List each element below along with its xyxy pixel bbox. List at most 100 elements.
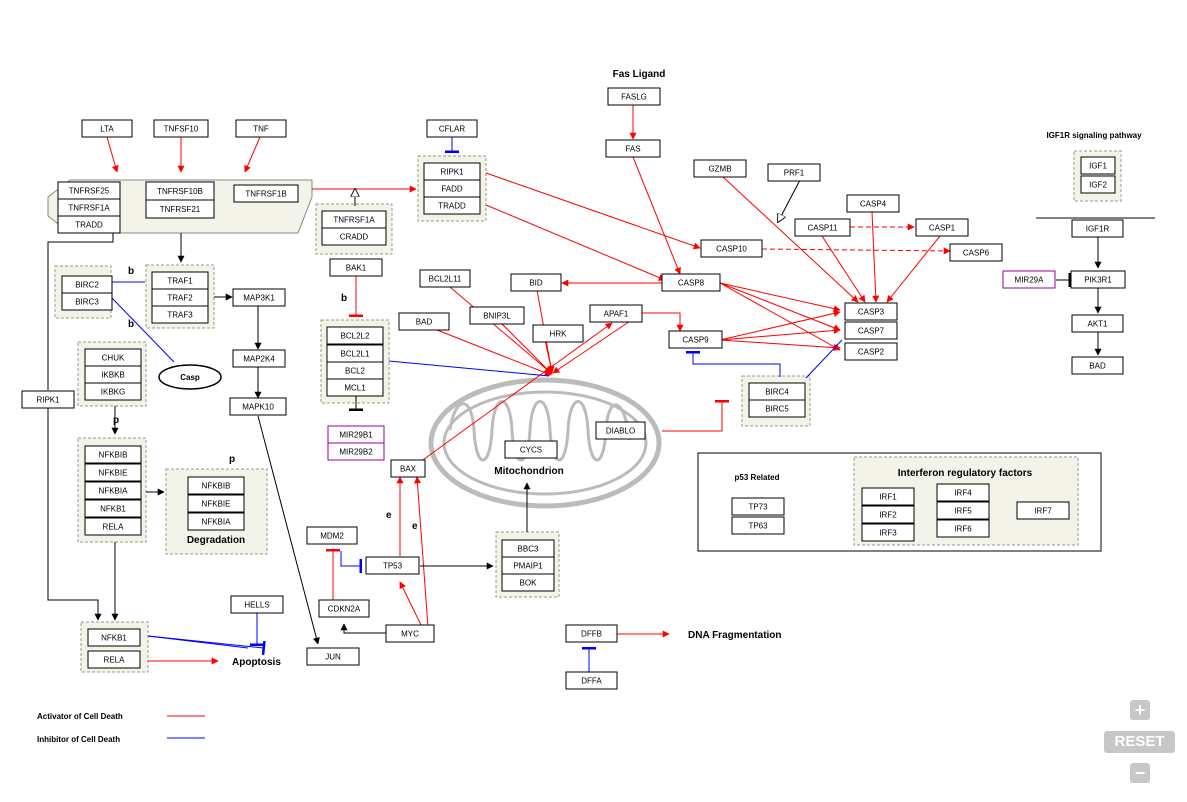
- zoom-in-button[interactable]: +: [1130, 700, 1150, 720]
- node-hells[interactable]: HELLS: [231, 596, 283, 613]
- node-tp53[interactable]: TP53: [366, 557, 419, 574]
- node-casp4[interactable]: CASP4: [847, 195, 899, 212]
- node-nfkb1-b[interactable]: NFKB1: [88, 629, 140, 646]
- node-igf1r[interactable]: IGF1R: [1072, 220, 1123, 237]
- node-birc5[interactable]: BIRC5: [749, 400, 805, 417]
- node-casp6[interactable]: CASP6: [950, 244, 1002, 261]
- node-fas[interactable]: FAS: [606, 140, 660, 157]
- node-gzmb[interactable]: GZMB: [694, 160, 746, 177]
- node-chuk[interactable]: CHUK: [85, 349, 141, 366]
- node-irf3[interactable]: IRF3: [862, 524, 914, 541]
- node-irf7[interactable]: IRF7: [1017, 502, 1069, 519]
- node-nfkbib-a[interactable]: NFKBIB: [85, 446, 141, 463]
- node-mdm2[interactable]: MDM2: [307, 527, 357, 544]
- node-pik3r1[interactable]: PIK3R1: [1071, 271, 1125, 288]
- node-ikbkb[interactable]: IKBKB: [85, 366, 141, 383]
- node-casp1[interactable]: CASP1: [916, 219, 968, 236]
- node-diablo[interactable]: DIABLO: [596, 422, 645, 439]
- node-tp63[interactable]: TP63: [732, 517, 784, 534]
- node-irf1[interactable]: IRF1: [862, 488, 914, 505]
- node-nfkbia-b[interactable]: NFKBIA: [188, 513, 244, 530]
- node-mir29a[interactable]: MIR29A: [1003, 271, 1055, 288]
- node-traf3[interactable]: TRAF3: [152, 306, 208, 323]
- node-mir29b1[interactable]: MIR29B1: [328, 426, 384, 443]
- node-cflar[interactable]: CFLAR: [427, 120, 477, 137]
- node-casp9[interactable]: CASP9: [669, 331, 722, 348]
- node-ripk1-a[interactable]: RIPK1: [424, 163, 480, 180]
- node-tnfrsf1a-a[interactable]: TNFRSF1A: [58, 199, 120, 216]
- node-bcl2l2[interactable]: BCL2L2: [327, 327, 383, 344]
- node-tnfrsf25[interactable]: TNFRSF25: [58, 182, 120, 199]
- node-tp73[interactable]: TP73: [732, 498, 784, 515]
- node-bid[interactable]: BID: [511, 274, 561, 291]
- node-irf6[interactable]: IRF6: [937, 520, 989, 537]
- node-nfkbie-b[interactable]: NFKBIE: [188, 495, 244, 512]
- node-traf1[interactable]: TRAF1: [152, 272, 208, 289]
- node-casp7[interactable]: CASP7: [845, 322, 897, 339]
- node-rela-a[interactable]: RELA: [85, 518, 141, 535]
- node-irf4[interactable]: IRF4: [937, 484, 989, 501]
- node-bok[interactable]: BOK: [502, 574, 554, 591]
- node-bad-b[interactable]: BAD: [1072, 357, 1123, 374]
- node-casp10[interactable]: CASP10: [701, 240, 762, 257]
- node-irf2[interactable]: IRF2: [862, 506, 914, 523]
- node-birc2[interactable]: BIRC2: [62, 276, 112, 293]
- node-birc3[interactable]: BIRC3: [62, 293, 112, 310]
- node-tnfrsf10b[interactable]: TNFRSF10B: [146, 182, 214, 200]
- node-cradd[interactable]: CRADD: [322, 228, 386, 245]
- node-mir29b2[interactable]: MIR29B2: [328, 443, 384, 460]
- node-tnfrsf1b[interactable]: TNFRSF1B: [234, 185, 298, 202]
- node-pmaip1[interactable]: PMAIP1: [502, 557, 554, 574]
- node-tnf[interactable]: TNF: [236, 120, 286, 137]
- node-jun[interactable]: JUN: [307, 648, 359, 665]
- node-lta[interactable]: LTA: [82, 120, 132, 137]
- node-igf2[interactable]: IGF2: [1081, 176, 1115, 193]
- node-nfkbib-b[interactable]: NFKBIB: [188, 477, 244, 494]
- node-akt1[interactable]: AKT1: [1072, 315, 1123, 332]
- node-rela-b[interactable]: RELA: [88, 651, 140, 668]
- node-prf1[interactable]: PRF1: [768, 164, 820, 181]
- node-tnfrsf1a-b[interactable]: TNFRSF1A: [322, 211, 386, 228]
- node-dffa[interactable]: DFFA: [566, 672, 617, 689]
- node-casp2[interactable]: CASP2: [845, 343, 897, 360]
- node-igf1[interactable]: IGF1: [1081, 157, 1115, 174]
- node-bcl2[interactable]: BCL2: [327, 362, 383, 379]
- node-tradd-b[interactable]: TRADD: [424, 197, 480, 214]
- node-tradd-a[interactable]: TRADD: [58, 216, 120, 233]
- node-bcl2l11[interactable]: BCL2L11: [420, 270, 470, 287]
- node-map3k1[interactable]: MAP3K1: [233, 289, 285, 306]
- node-ikbkg[interactable]: IKBKG: [85, 383, 141, 400]
- node-cycs[interactable]: CYCS: [505, 441, 557, 458]
- node-hrk[interactable]: HRK: [533, 325, 583, 342]
- node-mcl1[interactable]: MCL1: [327, 379, 383, 396]
- node-bak1[interactable]: BAK1: [330, 259, 382, 276]
- node-fadd[interactable]: FADD: [424, 180, 480, 197]
- node-cdkn2a[interactable]: CDKN2A: [319, 600, 369, 617]
- node-bnip3l[interactable]: BNIP3L: [470, 307, 524, 324]
- reset-button[interactable]: RESET: [1104, 731, 1175, 753]
- node-tnfsf10[interactable]: TNFSF10: [154, 120, 208, 137]
- node-bcl2l1[interactable]: BCL2L1: [327, 345, 383, 362]
- node-nfkbia-a[interactable]: NFKBIA: [85, 482, 141, 499]
- node-bcl2-label: BCL2: [345, 367, 366, 376]
- node-casp8[interactable]: CASP8: [662, 274, 720, 291]
- node-faslg[interactable]: FASLG: [608, 88, 660, 105]
- node-casp11[interactable]: CASP11: [795, 219, 850, 236]
- node-ripk1-b[interactable]: RIPK1: [22, 391, 74, 408]
- node-myc[interactable]: MYC: [386, 625, 434, 642]
- node-irf5[interactable]: IRF5: [937, 502, 989, 519]
- node-birc4[interactable]: BIRC4: [749, 383, 805, 400]
- node-nfkb1-a[interactable]: NFKB1: [85, 500, 141, 517]
- node-map2k4[interactable]: MAP2K4: [233, 350, 285, 367]
- node-mapk10[interactable]: MAPK10: [230, 398, 286, 415]
- zoom-out-button[interactable]: −: [1130, 763, 1150, 783]
- node-casp3[interactable]: CASP3: [845, 303, 897, 320]
- node-bax[interactable]: BAX: [391, 460, 425, 477]
- node-bad-a[interactable]: BAD: [399, 313, 449, 330]
- node-nfkbie-a[interactable]: NFKBIE: [85, 464, 141, 481]
- node-traf2[interactable]: TRAF2: [152, 289, 208, 306]
- node-tnfrsf21[interactable]: TNFRSF21: [146, 200, 214, 218]
- node-bbc3[interactable]: BBC3: [502, 540, 554, 557]
- node-dffb[interactable]: DFFB: [566, 625, 617, 642]
- node-apaf1[interactable]: APAF1: [590, 305, 642, 322]
